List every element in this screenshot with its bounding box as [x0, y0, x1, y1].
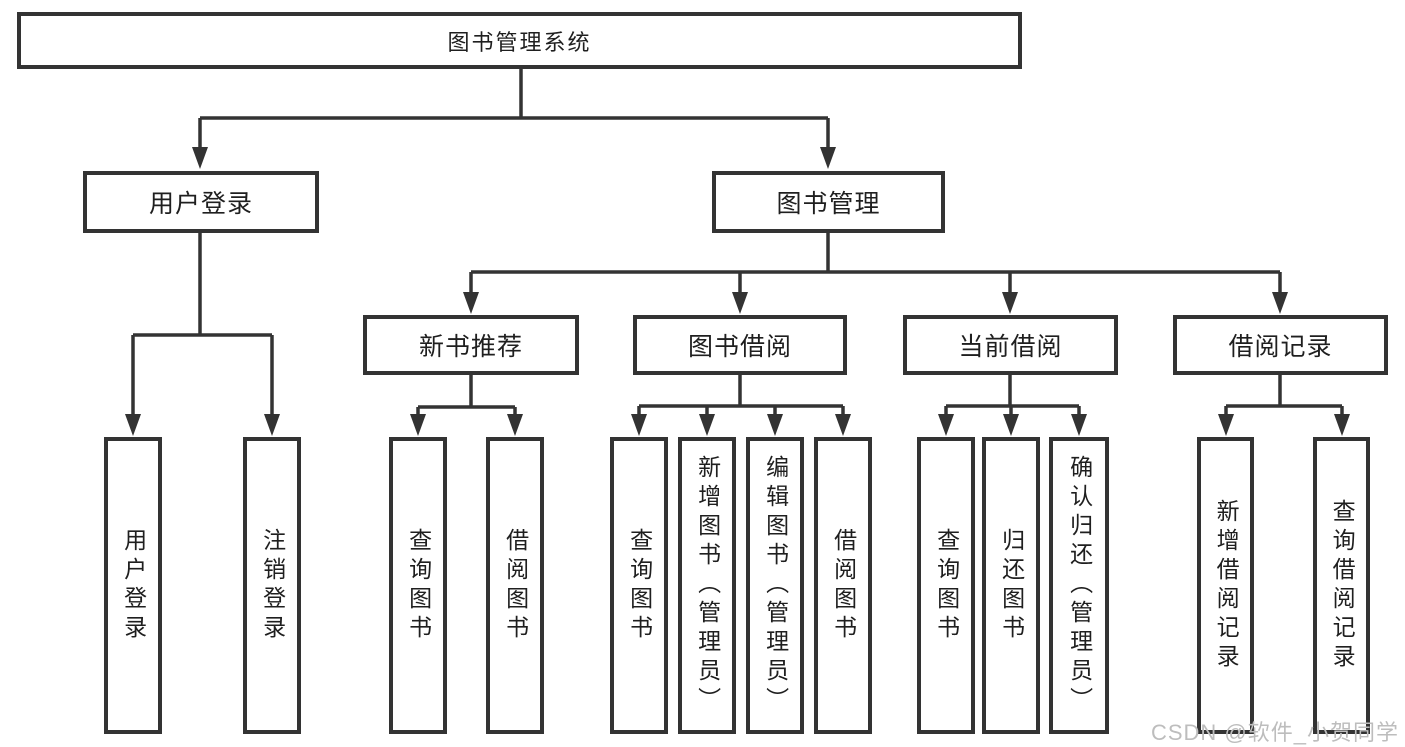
- node-borrowing-records: 借阅记录: [1173, 315, 1388, 375]
- leaf-add-book-admin: 新增图书（管理员）: [678, 437, 736, 734]
- leaf-query-books-1: 查询图书: [389, 437, 447, 734]
- leaf-edit-book-admin: 编辑图书（管理员）: [746, 437, 804, 734]
- node-library-management-system: 图书管理系统: [17, 12, 1022, 69]
- leaf-return-book: 归还图书: [982, 437, 1040, 734]
- leaf-add-borrow-record: 新增借阅记录: [1197, 437, 1254, 734]
- leaf-borrow-books-1: 借阅图书: [486, 437, 544, 734]
- node-book-borrowing: 图书借阅: [633, 315, 847, 375]
- node-current-borrowing: 当前借阅: [903, 315, 1118, 375]
- leaf-query-borrow-record: 查询借阅记录: [1313, 437, 1370, 734]
- leaf-borrow-books-2: 借阅图书: [814, 437, 872, 734]
- leaf-query-books-3: 查询图书: [917, 437, 975, 734]
- node-book-management: 图书管理: [712, 171, 945, 233]
- node-new-book-recommendation: 新书推荐: [363, 315, 579, 375]
- leaf-user-login: 用户登录: [104, 437, 162, 734]
- leaf-query-books-2: 查询图书: [610, 437, 668, 734]
- leaf-confirm-return-admin: 确认归还（管理员）: [1049, 437, 1109, 734]
- node-user-login: 用户登录: [83, 171, 319, 233]
- leaf-logout: 注销登录: [243, 437, 301, 734]
- watermark-text: CSDN @软件_小贺同学: [1150, 720, 1399, 745]
